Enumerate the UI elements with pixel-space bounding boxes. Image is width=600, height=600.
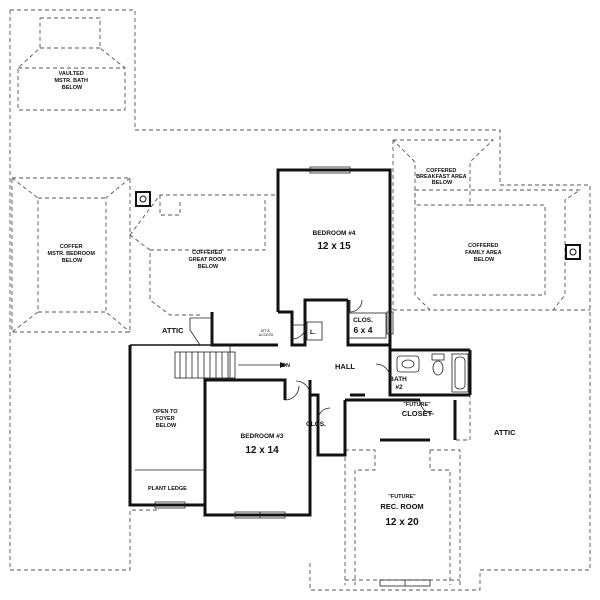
bedroom3-size: 12 x 14: [245, 445, 279, 456]
future-closet-label: CLOSET: [402, 409, 433, 418]
closet-big-label: CLOS.: [353, 317, 373, 324]
stair-down-label: DN: [282, 363, 290, 369]
rec-room-label: REC. ROOM: [380, 502, 423, 511]
coffered-breakfast-label: COFFERED BREAKFAST AREA BELOW: [416, 168, 468, 186]
stairs: [174, 351, 286, 379]
vaulted-bath-label: VAULTED MSTR. BATH BELOW: [54, 71, 89, 91]
bedroom4-label: BEDROOM #4: [313, 230, 356, 237]
coffer-mstr-bedroom-label: COFFER MSTR. BEDROOM BELOW: [48, 244, 97, 264]
room-labels: VAULTED MSTR. BATH BELOW COFFER MSTR. BE…: [48, 71, 517, 528]
bath-fixtures: [396, 353, 469, 393]
bath2-label: BATH #2: [389, 376, 408, 391]
interior-details: [135, 166, 469, 587]
chimney-marker-right: [565, 244, 581, 260]
coffered-family-label: COFFERED FAMILY AREA BELOW: [465, 243, 503, 263]
plant-ledge-label: PLANT LEDGE: [148, 486, 187, 492]
attic-left-label: ATTIC: [162, 326, 184, 335]
closet-big-size: 6 x 4: [354, 325, 373, 335]
rec-room-tag: "FUTURE": [388, 494, 416, 500]
coffered-great-room-label: COFFERED GREAT ROOM BELOW: [188, 250, 227, 270]
attic-access-label: ATTIC ACCESS: [259, 329, 274, 337]
walls: [128, 168, 472, 517]
open-foyer-label: OPEN TO FOYER BELOW: [153, 409, 179, 429]
future-closet-tag: "FUTURE": [403, 402, 431, 408]
roof-outline: [9, 9, 591, 591]
bedroom4-size: 12 x 15: [317, 241, 351, 252]
chimney-marker-left: [135, 191, 151, 207]
attic-right-label: ATTIC: [494, 428, 516, 437]
bedroom3-label: BEDROOM #3: [241, 433, 284, 440]
rec-room-size: 12 x 20: [385, 517, 419, 528]
closet-small-label: CLOS.: [306, 421, 326, 428]
hall-label: HALL: [335, 362, 355, 371]
linen-label: L.: [310, 329, 316, 336]
